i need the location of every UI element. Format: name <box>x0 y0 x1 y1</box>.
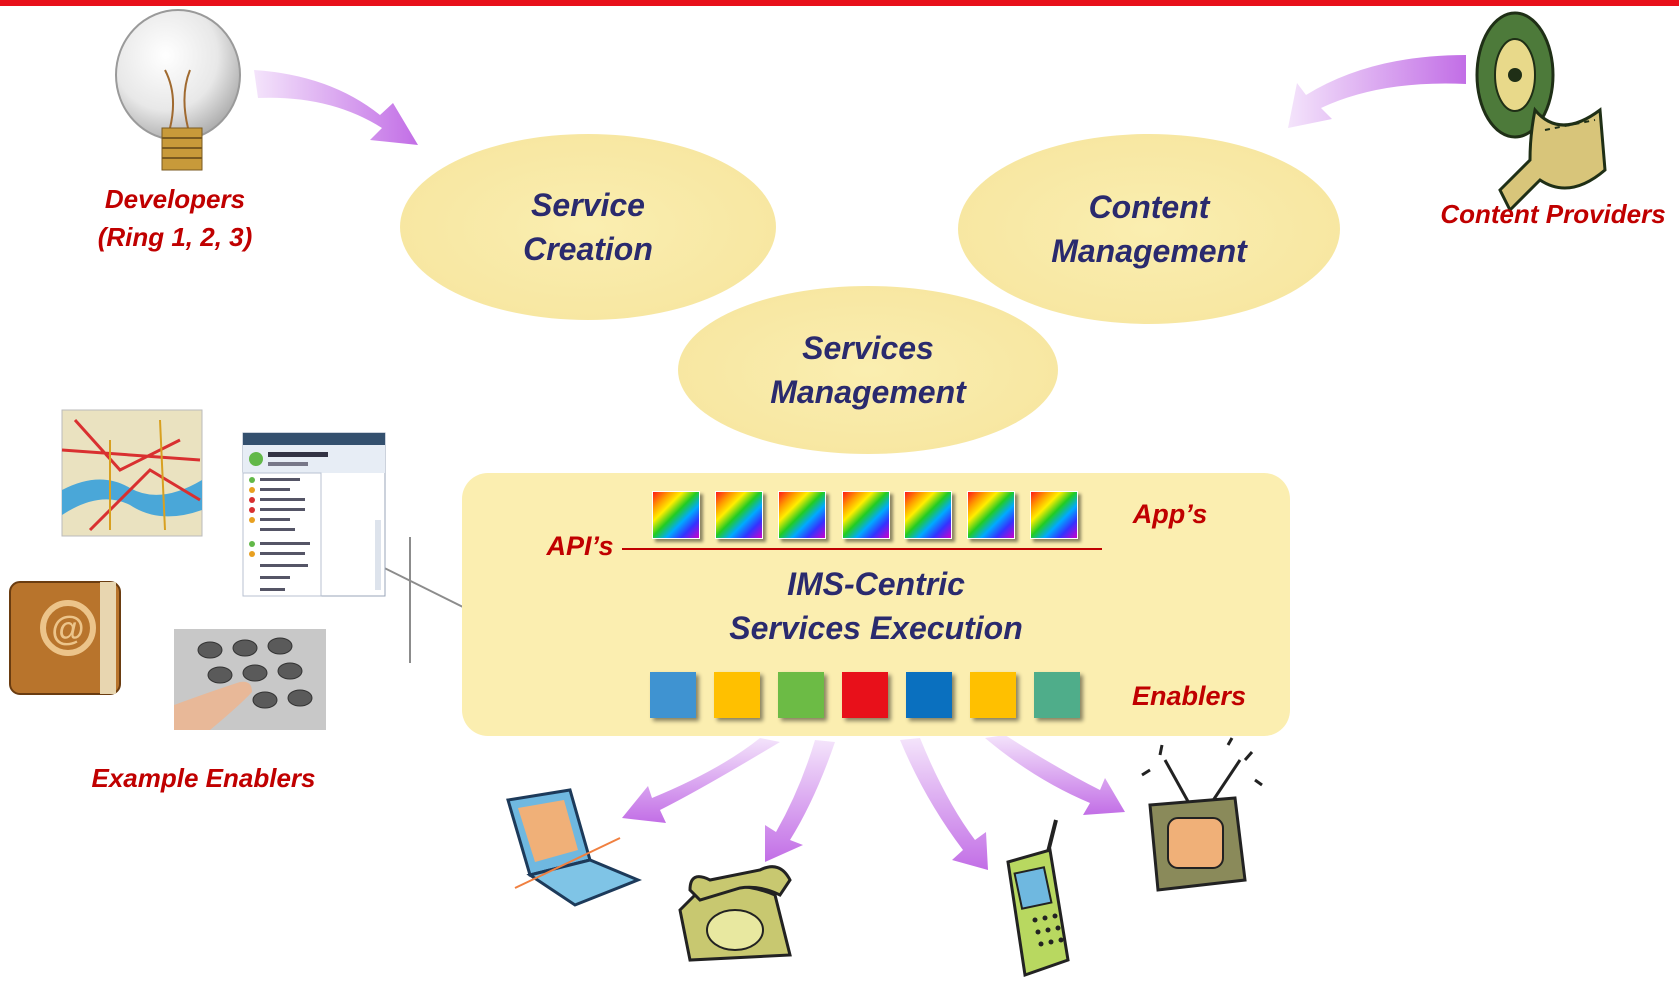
svg-text:@: @ <box>51 610 84 648</box>
enabler-box <box>778 672 824 718</box>
apps-label: App’s <box>1132 499 1208 529</box>
arrow-to-phone <box>765 740 835 862</box>
enabler-box <box>1034 672 1080 718</box>
app-box <box>778 491 826 539</box>
execution-title-line1: IMS-Centric <box>787 566 965 602</box>
enabler-box <box>714 672 760 718</box>
map-thumbnail <box>61 409 203 537</box>
content-management-line2: Management <box>1051 233 1247 269</box>
top-accent-bar <box>0 0 1679 6</box>
laptop-icon <box>506 788 642 907</box>
api-divider-line <box>622 548 1102 550</box>
arrow-to-laptop <box>622 738 780 823</box>
communicator-window <box>242 432 386 597</box>
enabler-box <box>842 672 888 718</box>
developers-label: Developers (Ring 1, 2, 3) <box>60 180 290 256</box>
film-reel-icon <box>1475 11 1607 213</box>
cell-phone-icon <box>1006 819 1070 978</box>
app-box <box>715 491 763 539</box>
developers-label-line1: Developers <box>104 184 246 214</box>
services-management-ellipse: Services Management <box>678 286 1058 454</box>
apis-label: API’s <box>546 531 614 561</box>
service-creation-line2: Creation <box>523 231 653 267</box>
lightbulb-icon <box>115 9 241 171</box>
app-box <box>967 491 1015 539</box>
services-management-line1: Services <box>802 330 934 366</box>
service-creation-ellipse: Service Creation <box>400 134 776 320</box>
enabler-box <box>650 672 696 718</box>
rotary-phone-icon <box>678 865 792 962</box>
arrow-content-providers-to-content-management <box>1288 55 1466 128</box>
execution-title: IMS-Centric Services Execution <box>676 562 1076 650</box>
service-creation-line1: Service <box>531 187 645 223</box>
execution-title-line2: Services Execution <box>729 610 1023 646</box>
enablers-label: Enablers <box>1131 681 1247 711</box>
address-book-icon: @ <box>9 581 121 695</box>
content-providers-label: Content Providers <box>1440 199 1666 229</box>
enabler-box <box>970 672 1016 718</box>
app-box <box>842 491 890 539</box>
content-management-ellipse: Content Management <box>958 134 1340 324</box>
example-enablers-label: Example Enablers <box>91 763 316 793</box>
app-box <box>904 491 952 539</box>
enabler-box <box>906 672 952 718</box>
app-box <box>652 491 700 539</box>
arrow-to-tv <box>985 735 1125 815</box>
services-management-line2: Management <box>770 374 966 410</box>
arrow-developers-to-service-creation <box>254 70 418 145</box>
app-box <box>1030 491 1078 539</box>
content-management-line1: Content <box>1088 189 1210 225</box>
television-icon <box>1141 737 1263 892</box>
arrow-to-cellphone <box>900 738 988 870</box>
developers-label-line2: (Ring 1, 2, 3) <box>97 222 253 252</box>
keypad-photo <box>174 629 326 730</box>
